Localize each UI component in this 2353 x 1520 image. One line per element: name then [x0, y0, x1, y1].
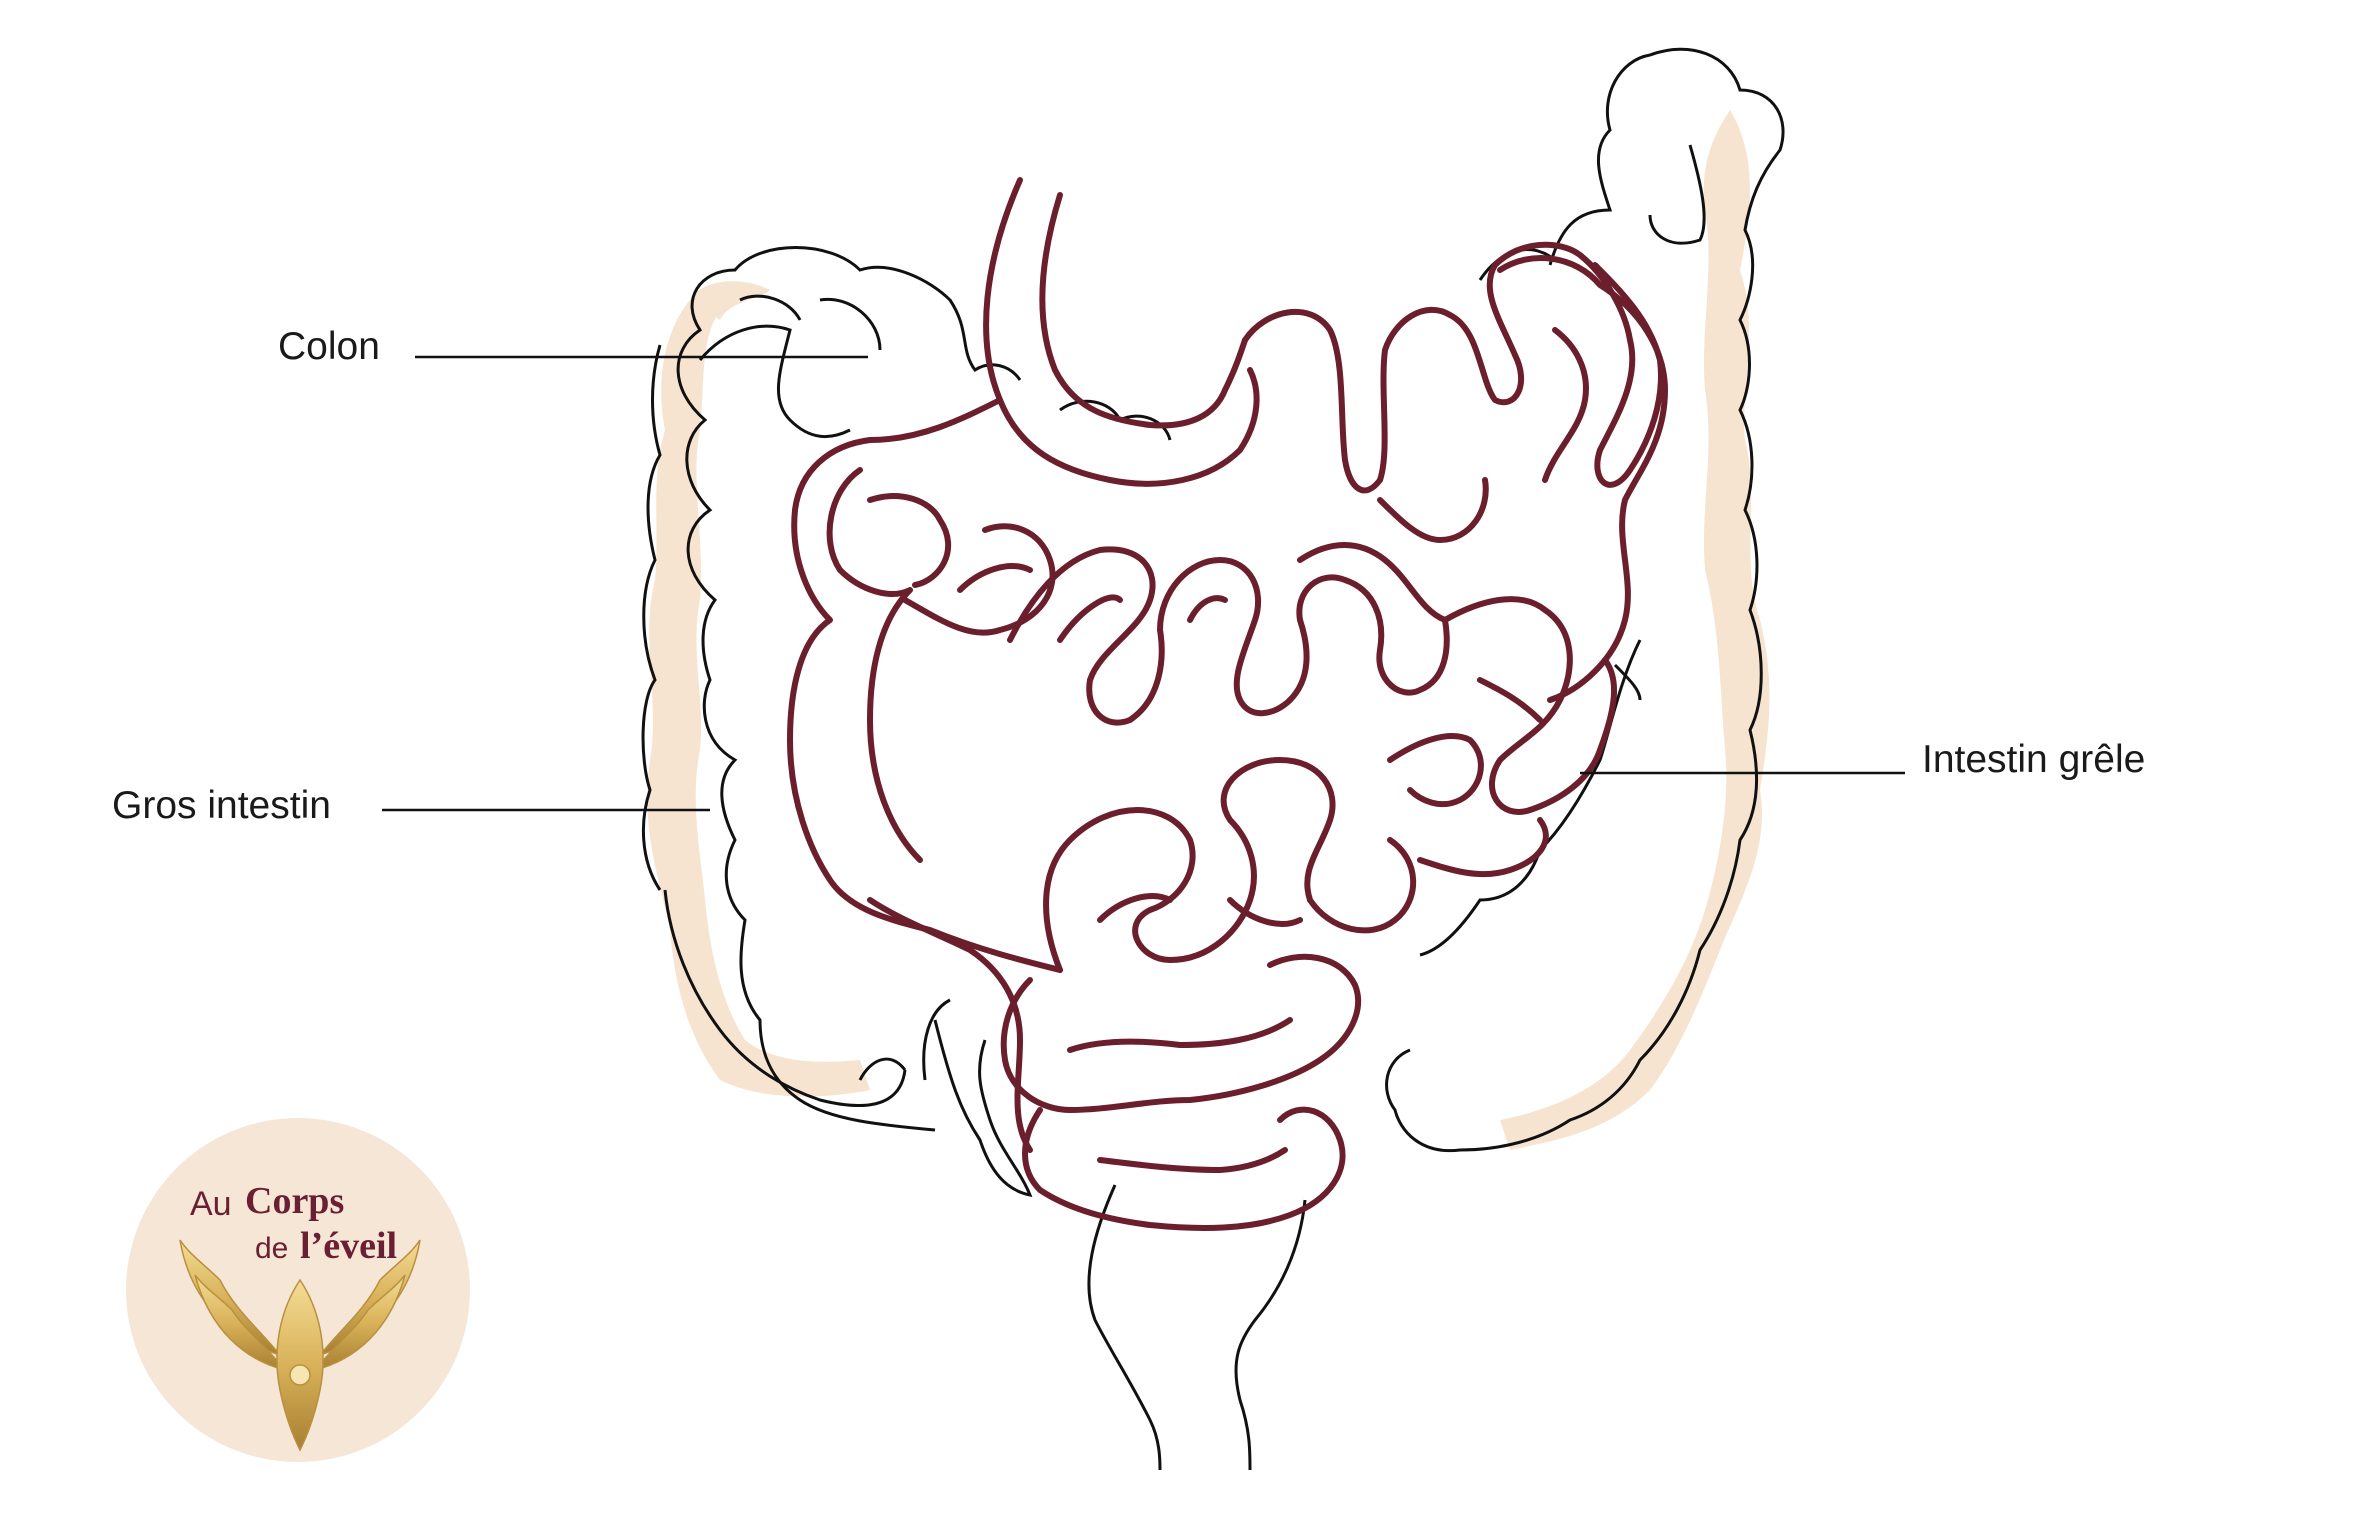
colon-right-inner-3: [1613, 663, 1642, 701]
leader-lines: [382, 355, 1905, 812]
colon-outline-right: [1385, 47, 1785, 1153]
loop-center-3: [1127, 557, 1293, 723]
loop-b: [902, 523, 1056, 636]
jejunum-outline-main: [1242, 241, 1664, 494]
loop-right-5: [1417, 817, 1549, 878]
loop-center-4: [1187, 595, 1228, 623]
loop-right-1: [1442, 596, 1573, 815]
loop-center-6: [1297, 542, 1448, 623]
colon-bottom-left-fold: [858, 1057, 907, 1081]
colon-shading-right: [1500, 110, 1770, 1150]
colon-fold-2: [819, 297, 882, 351]
loop-lower-4: [1097, 893, 1173, 923]
colon-outline-outer: [676, 246, 1022, 1132]
logo-text-de: de: [255, 1232, 288, 1265]
loop-lower-3: [1307, 837, 1417, 934]
loop-center-1: [1007, 546, 1156, 726]
loop-lower-5: [1227, 897, 1303, 927]
label-colon: Colon: [278, 325, 380, 368]
label-gros-intestin: Gros intestin: [112, 784, 331, 827]
jejunum-right-inner: [1542, 327, 1589, 483]
terminal-ileum: [867, 897, 1033, 1153]
rectum-right: [1234, 1199, 1307, 1471]
loop-center-7: [1377, 477, 1489, 543]
colon-bottom-left-edge: [663, 889, 907, 1108]
colon-right-inner-2: [1419, 639, 1642, 957]
loop-right-2: [1477, 677, 1543, 723]
loop-a: [867, 493, 952, 588]
logo-emblem-gem: [289, 1364, 311, 1386]
jejunum-right-outer: [1497, 255, 1668, 703]
loop-right-4: [1387, 733, 1484, 808]
colon-hepatic-line: [922, 998, 951, 1081]
loop-lower-1: [1043, 807, 1196, 973]
loop-center-5: [1287, 574, 1450, 703]
logo-text-corps: Corps: [245, 1180, 344, 1222]
loop-bottom-1: [1000, 953, 1362, 1113]
colon-shading-top: [690, 281, 770, 320]
large-intestine: [641, 47, 1785, 1471]
ileum-left-outer: [787, 397, 1063, 973]
logo: Au Corps de l’éveil: [126, 1118, 470, 1462]
loop-c: [957, 563, 1033, 593]
colon-shading-left: [647, 300, 870, 1097]
ileum-left-inner: [826, 467, 923, 863]
small-intestine: [787, 177, 1668, 1231]
loop-bottom-3: [1022, 1106, 1346, 1231]
colon-outline-left-inner: [641, 344, 662, 891]
appendix: [933, 1019, 1033, 1198]
rectum-left: [1087, 1184, 1162, 1471]
loop-right-3: [1527, 657, 1618, 813]
loop-bottom-4: [1097, 1147, 1288, 1173]
loop-center-2: [1057, 594, 1123, 643]
duodenum-inner: [1039, 192, 1248, 429]
logo-text-au: Au: [190, 1185, 232, 1223]
label-intestin-grele: Intestin grêle: [1922, 738, 2145, 781]
duodenum-outer: [983, 177, 1260, 487]
loop-bottom-2: [1067, 1017, 1293, 1053]
colon-fold-1: [739, 294, 802, 321]
colon-right-inner: [1648, 144, 1706, 245]
logo-text-eveil: l’éveil: [300, 1225, 397, 1267]
colon-outline-transverse-top: [698, 324, 851, 439]
